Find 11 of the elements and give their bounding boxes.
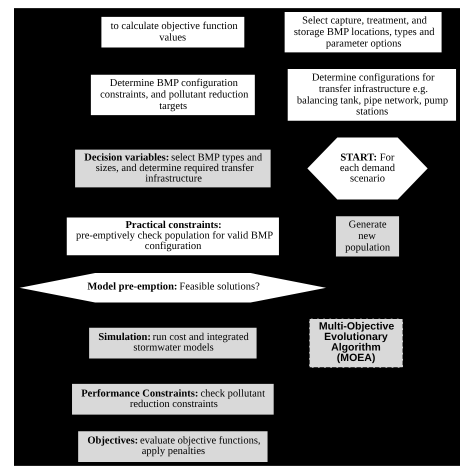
node-box: Decision variables: select BMP types and sizes, and determine required transfer infrastructure — [74, 148, 272, 188]
node-box: Generate new population — [335, 215, 400, 258]
node-box: Select capture, treatment, and storage BMP locations, types and parameter options — [284, 11, 442, 54]
node-box: Objectives: evaluate objective functions, apply penalties — [77, 430, 268, 463]
node-box: Simulation: run cost and integrated stormwater models — [88, 326, 258, 360]
node-box: Practical constraints: pre-emptively check population for valid BMP configuration — [66, 216, 280, 256]
node-box: Multi-Objective Evolutionary Algorithm (MOEA) — [308, 318, 404, 368]
node-box: to calculate objective function values — [100, 16, 246, 48]
node-box: Determine configurations for transfer infrastructure e.g. balancing tank, pipe network, pump stations — [286, 68, 457, 122]
node-box: Performance Constraints: check pollutant reduction constraints — [71, 383, 275, 416]
node-box: Determine BMP configuration constraints, and pollutant reduction targets — [90, 74, 256, 116]
